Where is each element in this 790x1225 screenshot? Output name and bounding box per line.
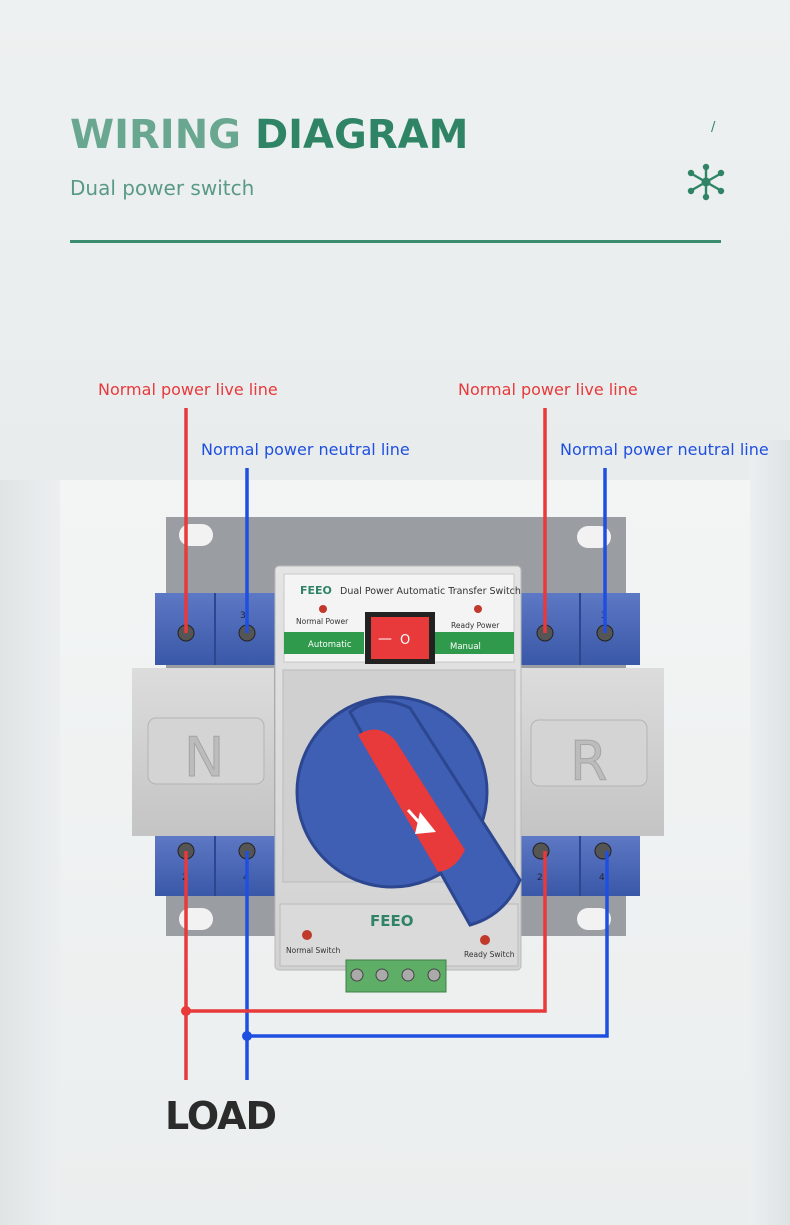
device-brand-top: FEEO [300,584,332,597]
network-icon [687,163,725,201]
normal-switch-text: Normal Switch [286,946,341,955]
wires [184,408,609,1080]
n-module [132,668,274,836]
load-label: LOAD [165,1094,277,1138]
device-labels: FEEO Dual Power Automatic Transfer Switc… [182,584,608,959]
bridge-neutral-wire [247,851,609,1038]
device-brand-bottom: FEEO [370,912,414,930]
bridge-live-wire [186,851,547,1013]
wire-junctions [181,1006,252,1041]
terminal-number: 4 [599,873,605,883]
title-part-1: WIRING [70,112,241,158]
title-part-2: DIAGRAM [254,112,469,158]
r-letter: R [570,730,608,793]
device-panel-title: Dual Power Automatic Transfer Switch [340,586,521,597]
automatic-text: Automatic [308,640,352,650]
switch-off-mark: — [378,631,392,647]
terminal-number: 2 [537,873,543,883]
switch-on-mark: O [400,633,410,648]
normal-power-text: Normal Power [296,617,349,626]
header-divider [70,240,721,243]
right-neutral-line-label: Normal power neutral line [560,440,769,459]
left-neutral-line-label: Normal power neutral line [201,440,410,459]
r-module [520,668,664,836]
left-live-line-label: Normal power live line [98,380,278,399]
terminal-number: 3 [240,611,246,621]
page-subtitle: Dual power switch [70,176,255,200]
manual-text: Manual [450,642,481,652]
n-letter: N [184,726,224,789]
background-panel-right [750,440,790,1225]
page-title: WIRING DIAGRAM [70,112,468,158]
rotary-handle [295,695,522,927]
background-panel-left [0,480,60,1225]
right-live-line-label: Normal power live line [458,380,638,399]
ready-switch-text: Ready Switch [464,950,515,959]
ready-power-text: Ready Power [451,621,500,630]
corner-mark: / [711,120,716,135]
